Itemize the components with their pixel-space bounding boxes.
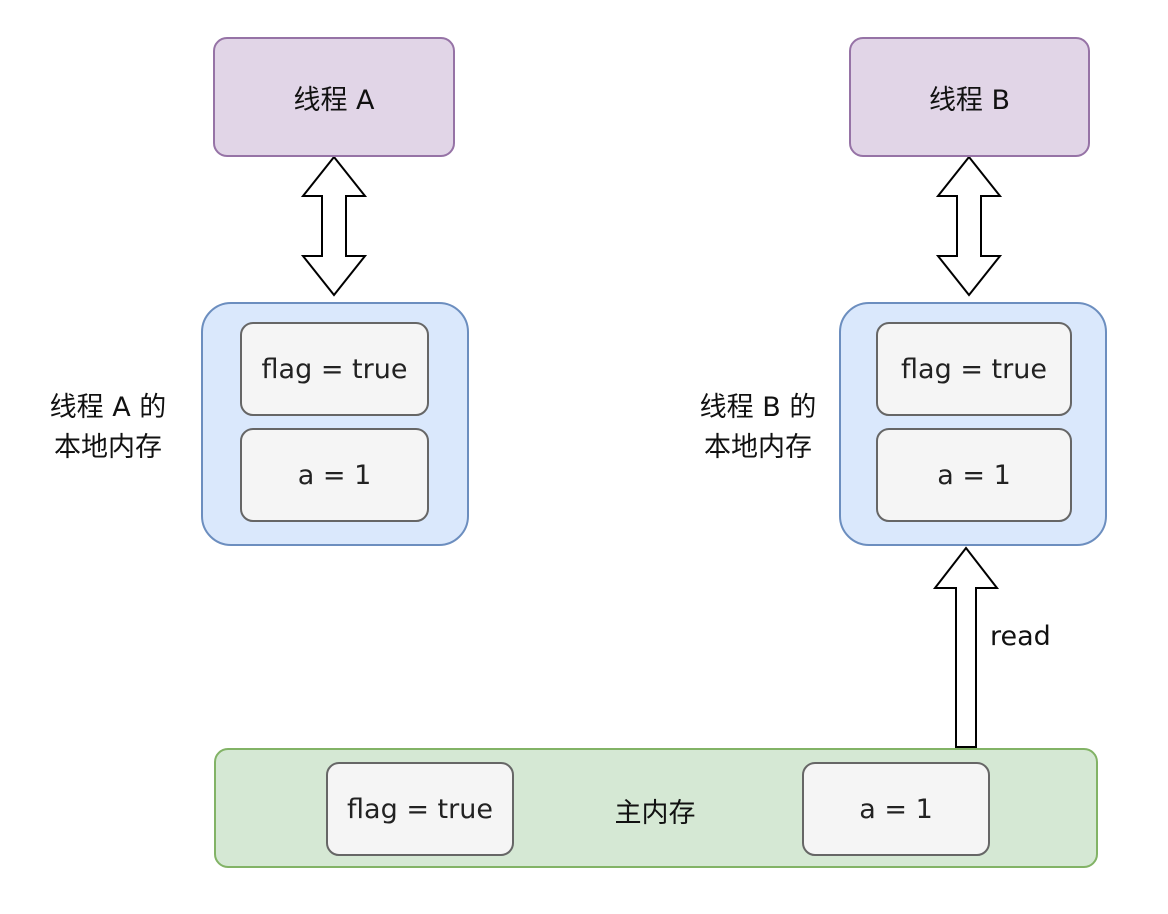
thread-b-title: 线程 B [928, 84, 1011, 116]
main-memory-label-text: 主内存 [614, 797, 696, 829]
thread-b-box: 线程 B [849, 37, 1090, 157]
thread-b-a-cell: a = 1 [876, 428, 1072, 522]
read-label: read [990, 621, 1051, 652]
thread-a-box: 线程 A [213, 37, 455, 157]
main-memory-flag-text: flag = true [347, 793, 493, 825]
thread-a-title: 线程 A [293, 84, 375, 116]
main-memory-label: 主内存 [560, 788, 750, 832]
thread-b-double-arrow [935, 155, 1003, 297]
thread-b-flag-text: flag = true [901, 353, 1047, 385]
main-memory-a-text: a = 1 [859, 793, 933, 825]
thread-b-flag-cell: flag = true [876, 322, 1072, 416]
thread-a-local-label: 线程 A 的 本地内存 [28, 388, 188, 468]
thread-b-local-label-line1: 线程 B 的 [699, 392, 817, 423]
read-arrow [932, 546, 1000, 748]
main-memory-flag-cell: flag = true [326, 762, 514, 856]
thread-a-local-label-line2: 本地内存 [54, 432, 162, 463]
thread-b-a-text: a = 1 [937, 459, 1011, 491]
thread-a-a-cell: a = 1 [240, 428, 429, 522]
thread-b-local-label-line2: 本地内存 [704, 432, 812, 463]
thread-a-flag-cell: flag = true [240, 322, 429, 416]
main-memory-a-cell: a = 1 [802, 762, 990, 856]
thread-a-local-label-line1: 线程 A 的 [49, 392, 167, 423]
thread-b-local-label: 线程 B 的 本地内存 [678, 388, 838, 468]
thread-a-double-arrow [300, 155, 368, 297]
thread-a-a-text: a = 1 [297, 459, 372, 491]
thread-a-flag-text: flag = true [261, 353, 408, 385]
